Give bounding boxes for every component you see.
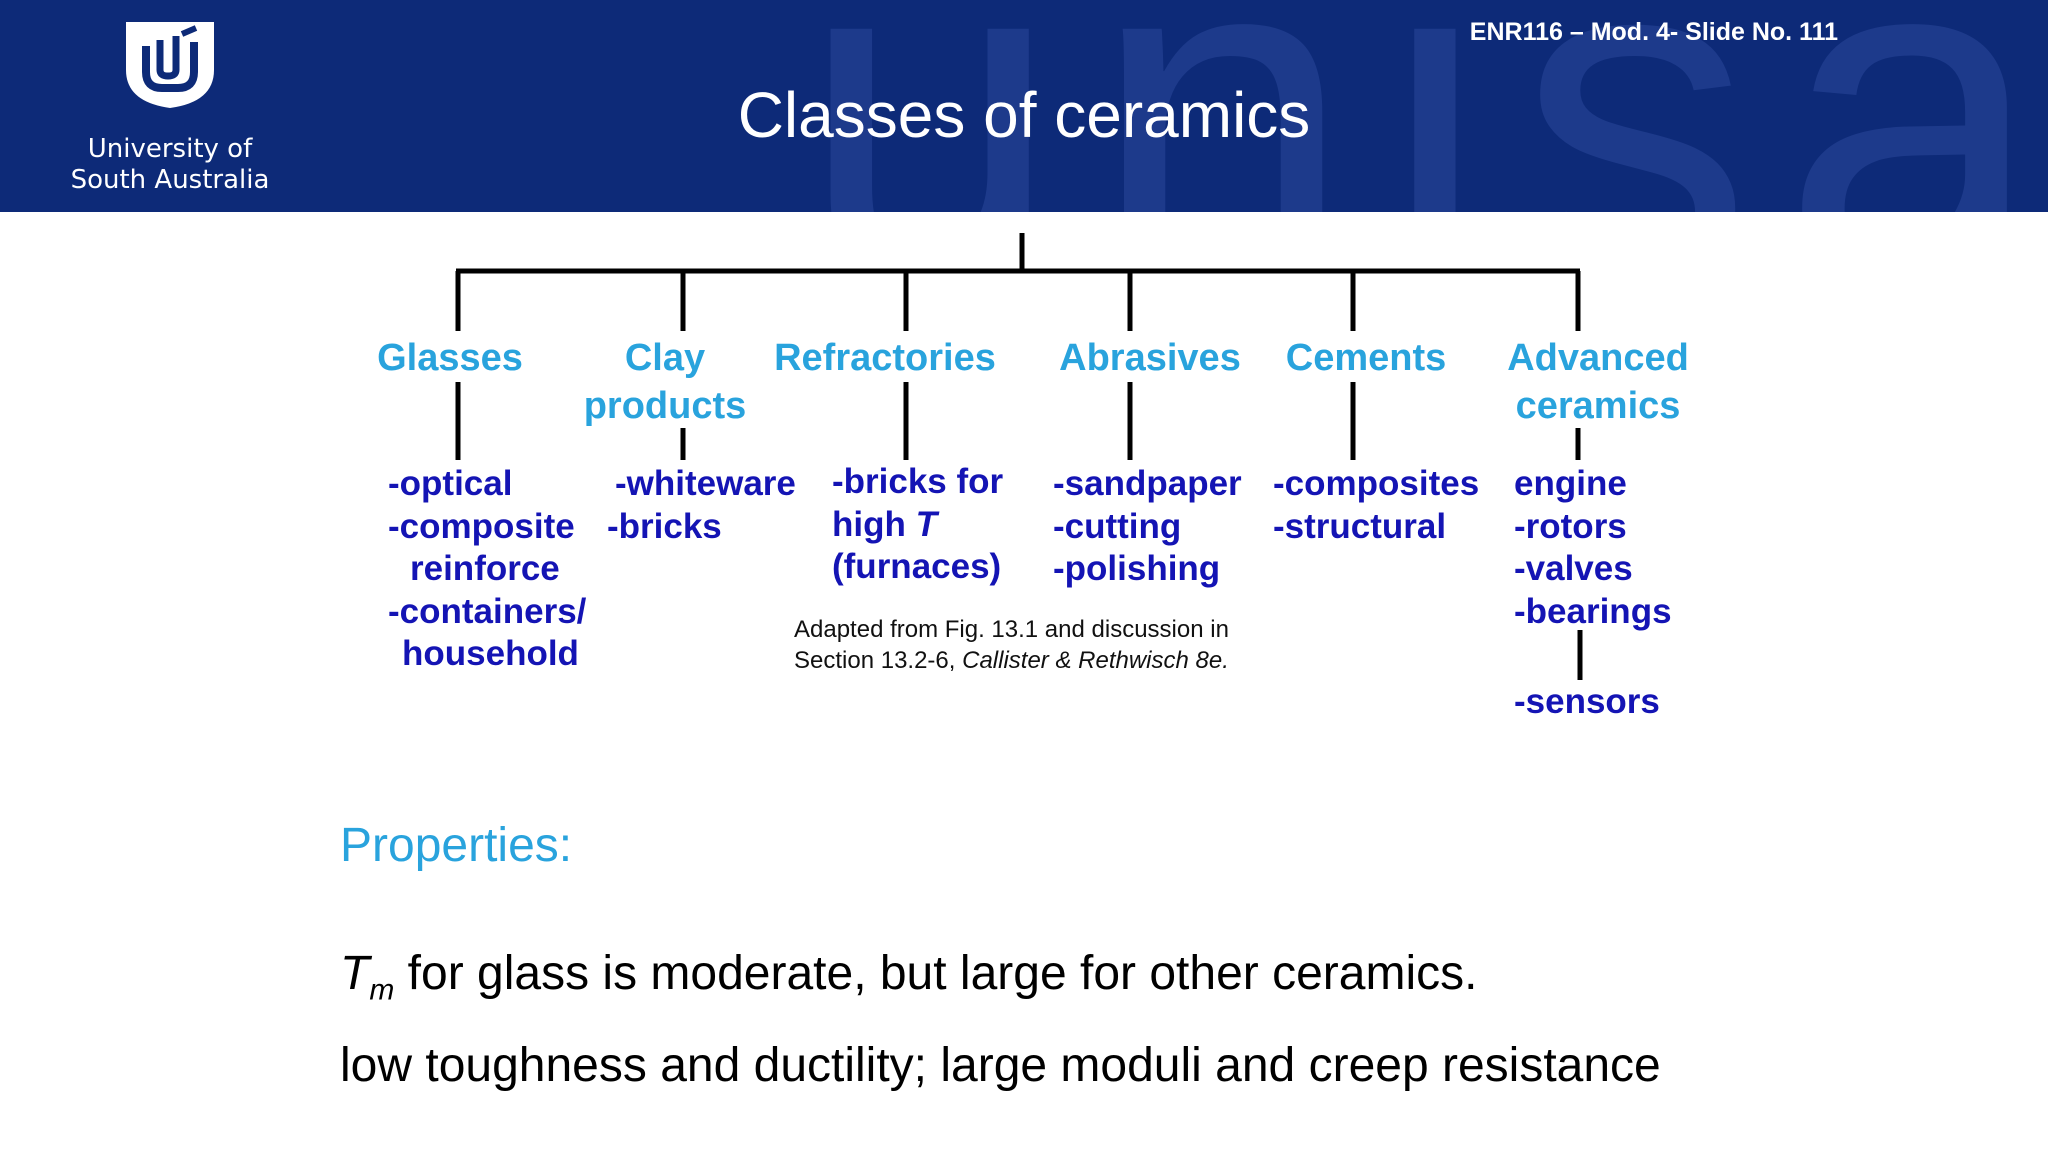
- advanced-item-rotors: -rotors: [1514, 506, 1627, 546]
- category-clay-line2: products: [583, 385, 747, 427]
- category-advanced-line1: Advanced: [1507, 337, 1689, 379]
- glasses-item-optical: -optical: [388, 464, 513, 503]
- cements-item-structural: -structural: [1273, 506, 1447, 546]
- category-abrasives: Abrasives: [1059, 337, 1241, 379]
- tm-symbol: Tm: [340, 947, 394, 1007]
- slide-number: ENR116 – Mod. 4- Slide No. 111: [1469, 18, 1838, 46]
- category-refractories: Refractories: [774, 337, 996, 379]
- unisa-watermark: unisa: [800, 0, 2048, 212]
- tm-subscript: m: [369, 973, 395, 1007]
- properties-line1: Tm for glass is moderate, but large for …: [340, 946, 1477, 1008]
- cements-item-composites: -composites: [1273, 464, 1480, 503]
- caption-reference: Callister & Rethwisch 8e.: [962, 647, 1229, 674]
- advanced-item-engine: engine: [1514, 464, 1627, 503]
- clay-item-whiteware: -whiteware: [615, 464, 796, 503]
- properties-heading: Properties:: [340, 819, 573, 872]
- glasses-item-composite: -composite: [388, 506, 575, 546]
- advanced-item-bearings: -bearings: [1514, 591, 1672, 631]
- figure-caption: Adapted from Fig. 13.1 and discussion in…: [794, 614, 1229, 676]
- university-name-line2: South Australia: [70, 165, 270, 195]
- slide-header: unisa University of South Australia ENR1…: [0, 0, 2048, 212]
- university-name: University of South Australia: [40, 134, 300, 196]
- university-crest-icon: [126, 22, 214, 108]
- advanced-item-sensors: -sensors: [1514, 682, 1660, 721]
- category-clay-products: Clay products: [565, 334, 765, 430]
- category-advanced-ceramics: Advanced ceramics: [1488, 334, 1708, 430]
- caption-line2: Section 13.2-6, Callister & Rethwisch 8e…: [794, 645, 1229, 676]
- refractories-item-bricks-for: -bricks for: [832, 462, 1004, 501]
- refractories-t-symbol: T: [915, 504, 937, 544]
- category-advanced-line2: ceramics: [1515, 385, 1681, 427]
- glasses-item-containers: -containers/: [388, 591, 587, 631]
- caption-line1: Adapted from Fig. 13.1 and discussion in: [794, 616, 1229, 643]
- caption-section: Section 13.2-6,: [794, 647, 963, 674]
- tm-t: T: [340, 947, 370, 1000]
- refractories-item-high-t: high T: [832, 504, 1003, 547]
- glasses-item-reinforce: reinforce: [410, 549, 560, 588]
- clay-items: -whiteware -bricks: [607, 463, 796, 548]
- advanced-items: engine -rotors -valves -bearings: [1514, 463, 1672, 633]
- abrasives-item-cutting: -cutting: [1053, 506, 1182, 546]
- glasses-items: -optical -composite reinforce -container…: [388, 463, 586, 676]
- slide-title: Classes of ceramics: [737, 79, 1311, 151]
- category-clay-line1: Clay: [624, 337, 706, 379]
- category-glasses: Glasses: [377, 337, 523, 379]
- refractories-items: -bricks for high T (furnaces): [832, 461, 1003, 589]
- refractories-high-text: high: [832, 504, 916, 544]
- clay-item-bricks: -bricks: [607, 506, 722, 546]
- abrasives-item-polishing: -polishing: [1053, 549, 1221, 588]
- refractories-item-furnaces: (furnaces): [832, 547, 1002, 586]
- properties-line1-text: for glass is moderate, but large for oth…: [394, 947, 1478, 1000]
- advanced-item-valves: -valves: [1514, 549, 1633, 588]
- university-name-line1: University of: [87, 134, 253, 164]
- properties-line2: low toughness and ductility; large modul…: [340, 1039, 1661, 1092]
- category-cements: Cements: [1285, 337, 1447, 379]
- glasses-item-household: household: [402, 634, 579, 673]
- abrasives-items: -sandpaper -cutting -polishing: [1053, 463, 1242, 591]
- abrasives-item-sandpaper: -sandpaper: [1053, 464, 1242, 503]
- cements-items: -composites -structural: [1273, 463, 1479, 548]
